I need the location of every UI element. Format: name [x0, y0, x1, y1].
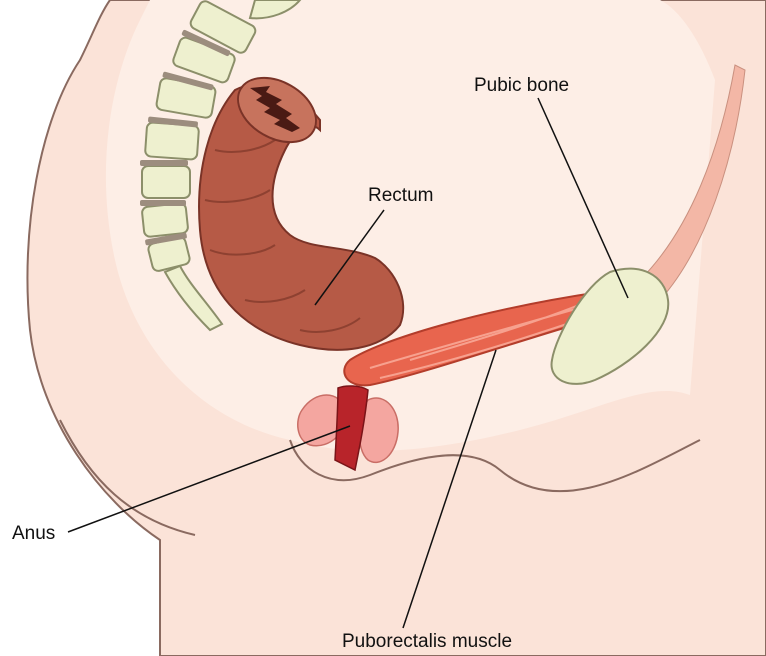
leader-rectum: [314, 209, 385, 306]
spine: [141, 0, 302, 332]
label-puborectalis: Puborectalis muscle: [342, 631, 513, 652]
rectum-lumen: [250, 86, 300, 132]
leader-lines: [67, 97, 629, 629]
pubic-bone: [550, 267, 670, 385]
leader-pubic-bone: [537, 97, 629, 299]
leader-anus: [67, 425, 351, 533]
gluteal-fold: [59, 419, 196, 536]
anal-canal: [334, 385, 369, 472]
perineum-outline: [289, 439, 701, 493]
label-pubic-bone: Pubic bone: [474, 75, 570, 96]
leader-puborectalis: [402, 349, 497, 629]
label-rectum: Rectum: [368, 185, 434, 206]
spinal-discs: [140, 29, 231, 246]
label-anus: Anus: [12, 523, 56, 544]
rectum-folds: [204, 139, 361, 333]
puborectalis-muscle: [343, 290, 610, 387]
